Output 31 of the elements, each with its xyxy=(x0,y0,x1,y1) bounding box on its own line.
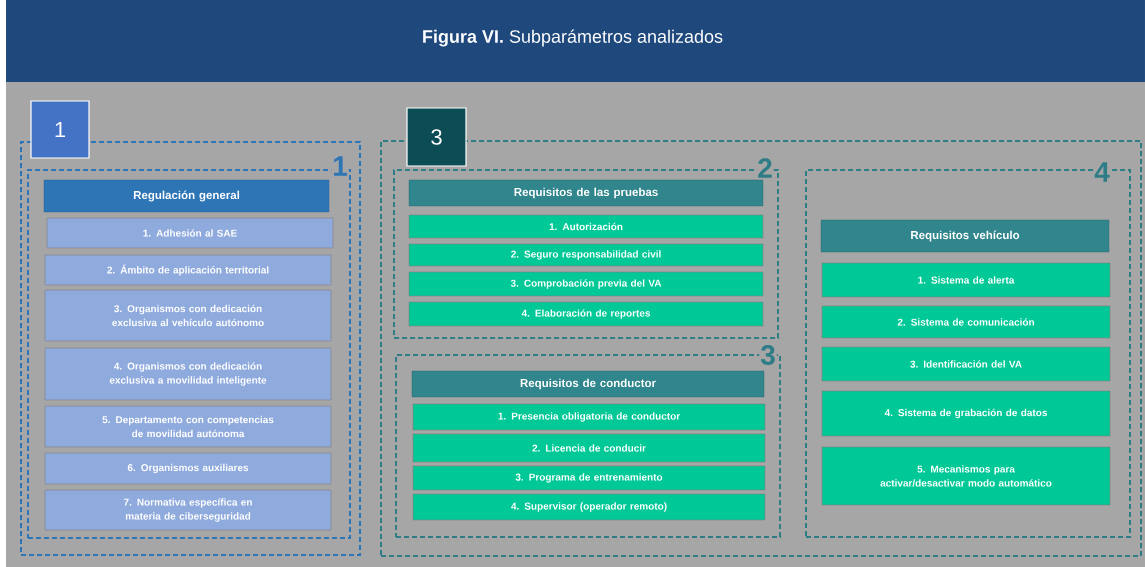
item-box: 3. Identificación del VA xyxy=(821,346,1111,382)
item-box: 1. Sistema de alerta xyxy=(821,262,1111,298)
item-box: 1. Adhesión al SAE xyxy=(46,217,334,249)
section-header: Regulación general xyxy=(43,179,330,213)
section-header: Requisitos vehículo xyxy=(820,219,1110,253)
corner-number: 4 xyxy=(1093,161,1111,183)
corner-number: 1 xyxy=(331,155,349,177)
item-box: 2. Ámbito de aplicación territorial xyxy=(44,254,332,286)
item-box: 5. Mecanismos para activar/desactivar modo automático xyxy=(821,446,1111,506)
item-box: 4. Elaboración de reportes xyxy=(408,301,764,327)
corner-number: 2 xyxy=(756,157,774,179)
number-badge: 3 xyxy=(406,107,467,167)
corner-number: 3 xyxy=(759,344,777,366)
section-header: Requisitos de las pruebas xyxy=(408,179,764,207)
item-box: 3. Organismos con dedicación exclusiva al vehículo autónomo xyxy=(44,289,332,342)
section-header: Requisitos de conductor xyxy=(411,370,765,398)
title-banner: Figura VI. Subparámetros analizados xyxy=(6,0,1145,82)
number-badge: 1 xyxy=(30,100,90,159)
item-box: 4. Organismos con dedicación exclusiva a movilidad inteligente xyxy=(44,347,332,401)
item-box: 2. Sistema de comunicación xyxy=(821,305,1111,339)
item-box: 3. Programa de entrenamiento xyxy=(412,465,766,491)
item-box: 1. Presencia obligatoria de conductor xyxy=(412,403,766,431)
item-box: 4. Sistema de grabación de datos xyxy=(821,390,1111,437)
item-box: 2. Seguro responsabilidad civil xyxy=(408,243,764,267)
item-box: 6. Organismos auxiliares xyxy=(44,452,332,485)
item-box: 1. Autorización xyxy=(408,214,764,239)
item-box: 3. Comprobación previa del VA xyxy=(408,271,764,297)
item-box: 5. Departamento con competencias de movilidad autónoma xyxy=(44,405,332,448)
item-box: 4. Supervisor (operador remoto) xyxy=(412,493,766,521)
item-box: 2. Licencia de conducir xyxy=(412,433,766,463)
item-box: 7. Normativa específica en materia de ciberseguridad xyxy=(44,489,332,531)
